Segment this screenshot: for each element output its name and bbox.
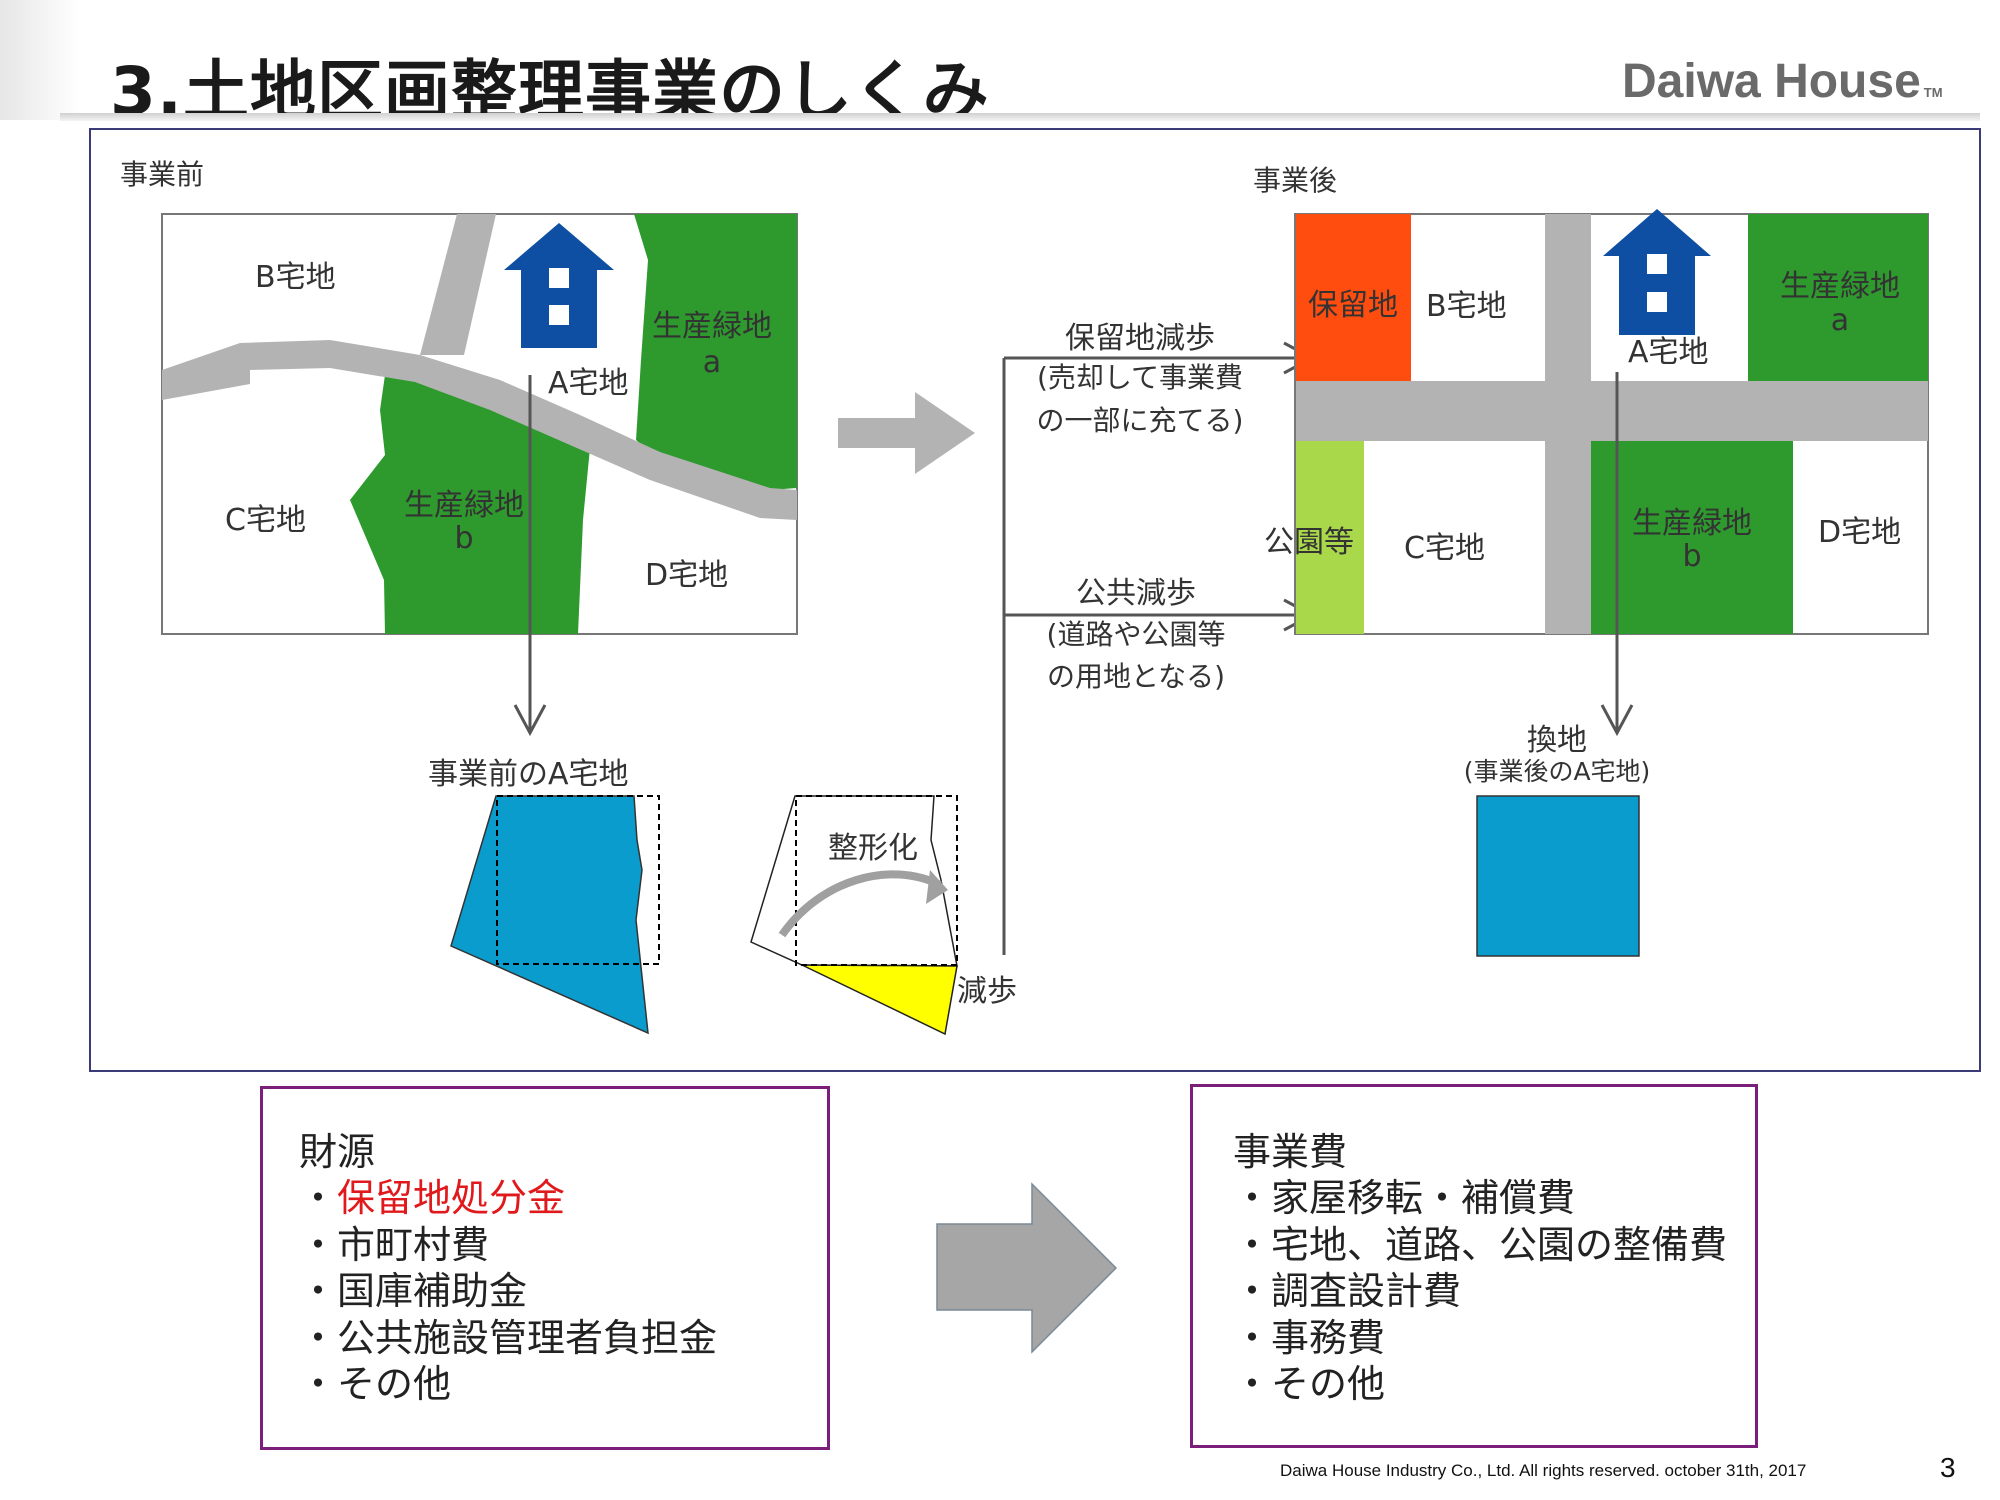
after-reserve-land bbox=[1296, 214, 1411, 381]
kanchi-sublabel: (事業後のA宅地) bbox=[1464, 757, 1651, 786]
funding-to-costs-arrow bbox=[936, 1182, 1118, 1354]
before-map: 事業前 B宅地 A宅地 C宅地 D宅地 生産緑地 a 生産緑地 b bbox=[120, 158, 798, 635]
flow-lines: 保留地減歩 (売却して事業費 の一部に充てる) 公共減歩 (道路や公園等 の用地… bbox=[1002, 321, 1316, 955]
before-house-icon bbox=[504, 223, 614, 348]
before-green-a-sub: a bbox=[703, 345, 721, 380]
funding-list: ・保留地処分金 ・市町村費 ・国庫補助金 ・公共施設管理者負担金 ・その他 bbox=[299, 1175, 827, 1408]
header-rule bbox=[60, 113, 1980, 121]
after-road-horizontal bbox=[1296, 381, 1928, 441]
after-green-b bbox=[1591, 441, 1793, 634]
costs-list: ・家屋移転・補償費 ・宅地、道路、公園の整備費 ・調査設計費 ・事務費 ・その他 bbox=[1233, 1175, 1755, 1408]
before-green-a bbox=[634, 214, 797, 490]
funding-item: ・保留地処分金 bbox=[299, 1176, 566, 1220]
before-a-caption: 事業前のA宅地 bbox=[428, 757, 629, 792]
public-reduction-line1: (道路や公園等 bbox=[1047, 618, 1226, 651]
after-b-lot: B宅地 bbox=[1426, 289, 1507, 324]
reserve-reduction-line1: (売却して事業費 bbox=[1037, 361, 1243, 394]
before-d-lot: D宅地 bbox=[645, 558, 728, 593]
after-house-icon bbox=[1603, 209, 1711, 335]
funding-item: ・市町村費 bbox=[299, 1222, 490, 1267]
kanchi-lot: 換地 (事業後のA宅地) bbox=[1464, 723, 1651, 957]
public-reduction-line2: の用地となる) bbox=[1047, 660, 1225, 693]
page-number: 3 bbox=[1940, 1452, 1956, 1483]
shaping-illustration: 整形化 減歩 bbox=[750, 795, 1017, 1036]
after-green-a bbox=[1748, 214, 1928, 381]
costs-item: ・事務費 bbox=[1233, 1315, 1386, 1360]
before-b-lot: B宅地 bbox=[255, 260, 336, 295]
funding-item: ・国庫補助金 bbox=[299, 1269, 528, 1313]
before-green-a-label: 生産緑地 bbox=[652, 309, 772, 344]
costs-item: ・宅地、道路、公園の整備費 bbox=[1233, 1222, 1728, 1267]
before-green-b-sub: b bbox=[454, 521, 473, 556]
after-a-lot: A宅地 bbox=[1628, 335, 1709, 370]
after-reserve-label: 保留地 bbox=[1308, 288, 1398, 323]
funding-item: ・公共施設管理者負担金 bbox=[299, 1315, 718, 1360]
costs-item: ・調査設計費 bbox=[1233, 1269, 1462, 1313]
after-map: 事業後 保留地 B宅地 A宅地 生産緑地 a 公園等 C宅地 生産緑地 b D宅… bbox=[1253, 164, 1929, 635]
after-c-lot: C宅地 bbox=[1404, 531, 1485, 566]
after-park bbox=[1296, 441, 1364, 634]
reserve-reduction-title: 保留地減歩 bbox=[1065, 321, 1215, 356]
reserve-reduction-line2: の一部に充てる) bbox=[1037, 404, 1244, 437]
after-green-a-label: 生産緑地 bbox=[1780, 269, 1900, 304]
reduction-label: 減歩 bbox=[957, 974, 1017, 1009]
costs-title: 事業費 bbox=[1233, 1130, 1348, 1174]
kanchi-label: 換地 bbox=[1527, 723, 1587, 758]
after-park-label: 公園等 bbox=[1264, 525, 1354, 560]
before-road-main bbox=[162, 340, 797, 520]
before-a-lot-shape: 事業前のA宅地 bbox=[428, 757, 660, 1035]
before-green-b-label: 生産緑地 bbox=[404, 488, 524, 523]
before-c-lot: C宅地 bbox=[225, 503, 306, 538]
shaping-label: 整形化 bbox=[828, 831, 918, 866]
costs-box: 事業費 ・家屋移転・補償費 ・宅地、道路、公園の整備費 ・調査設計費 ・事務費 … bbox=[1190, 1084, 1758, 1448]
costs-item: ・その他 bbox=[1233, 1362, 1386, 1406]
before-a-lot: A宅地 bbox=[548, 366, 629, 401]
header-shade bbox=[0, 0, 80, 120]
costs-item: ・家屋移転・補償費 bbox=[1233, 1176, 1576, 1220]
after-label: 事業後 bbox=[1253, 164, 1337, 197]
funding-title: 財源 bbox=[299, 1130, 376, 1174]
diagram-frame bbox=[89, 128, 1981, 1072]
after-green-b-sub: b bbox=[1682, 539, 1701, 574]
before-label: 事業前 bbox=[120, 158, 204, 191]
funding-item: ・その他 bbox=[299, 1362, 452, 1406]
after-d-lot: D宅地 bbox=[1818, 515, 1901, 550]
after-green-b-label: 生産緑地 bbox=[1632, 506, 1752, 541]
kanchi-square bbox=[1476, 795, 1640, 957]
transition-arrow bbox=[838, 392, 975, 474]
before-road-vertical bbox=[420, 214, 496, 355]
copyright-footer: Daiwa House Industry Co., Ltd. All right… bbox=[1280, 1461, 1807, 1480]
shaping-curve bbox=[778, 870, 942, 938]
public-reduction-title: 公共減歩 bbox=[1076, 576, 1196, 611]
funding-box: 財源 ・保留地処分金 ・市町村費 ・国庫補助金 ・公共施設管理者負担金 ・その他 bbox=[260, 1086, 830, 1450]
after-green-a-sub: a bbox=[1831, 303, 1849, 338]
